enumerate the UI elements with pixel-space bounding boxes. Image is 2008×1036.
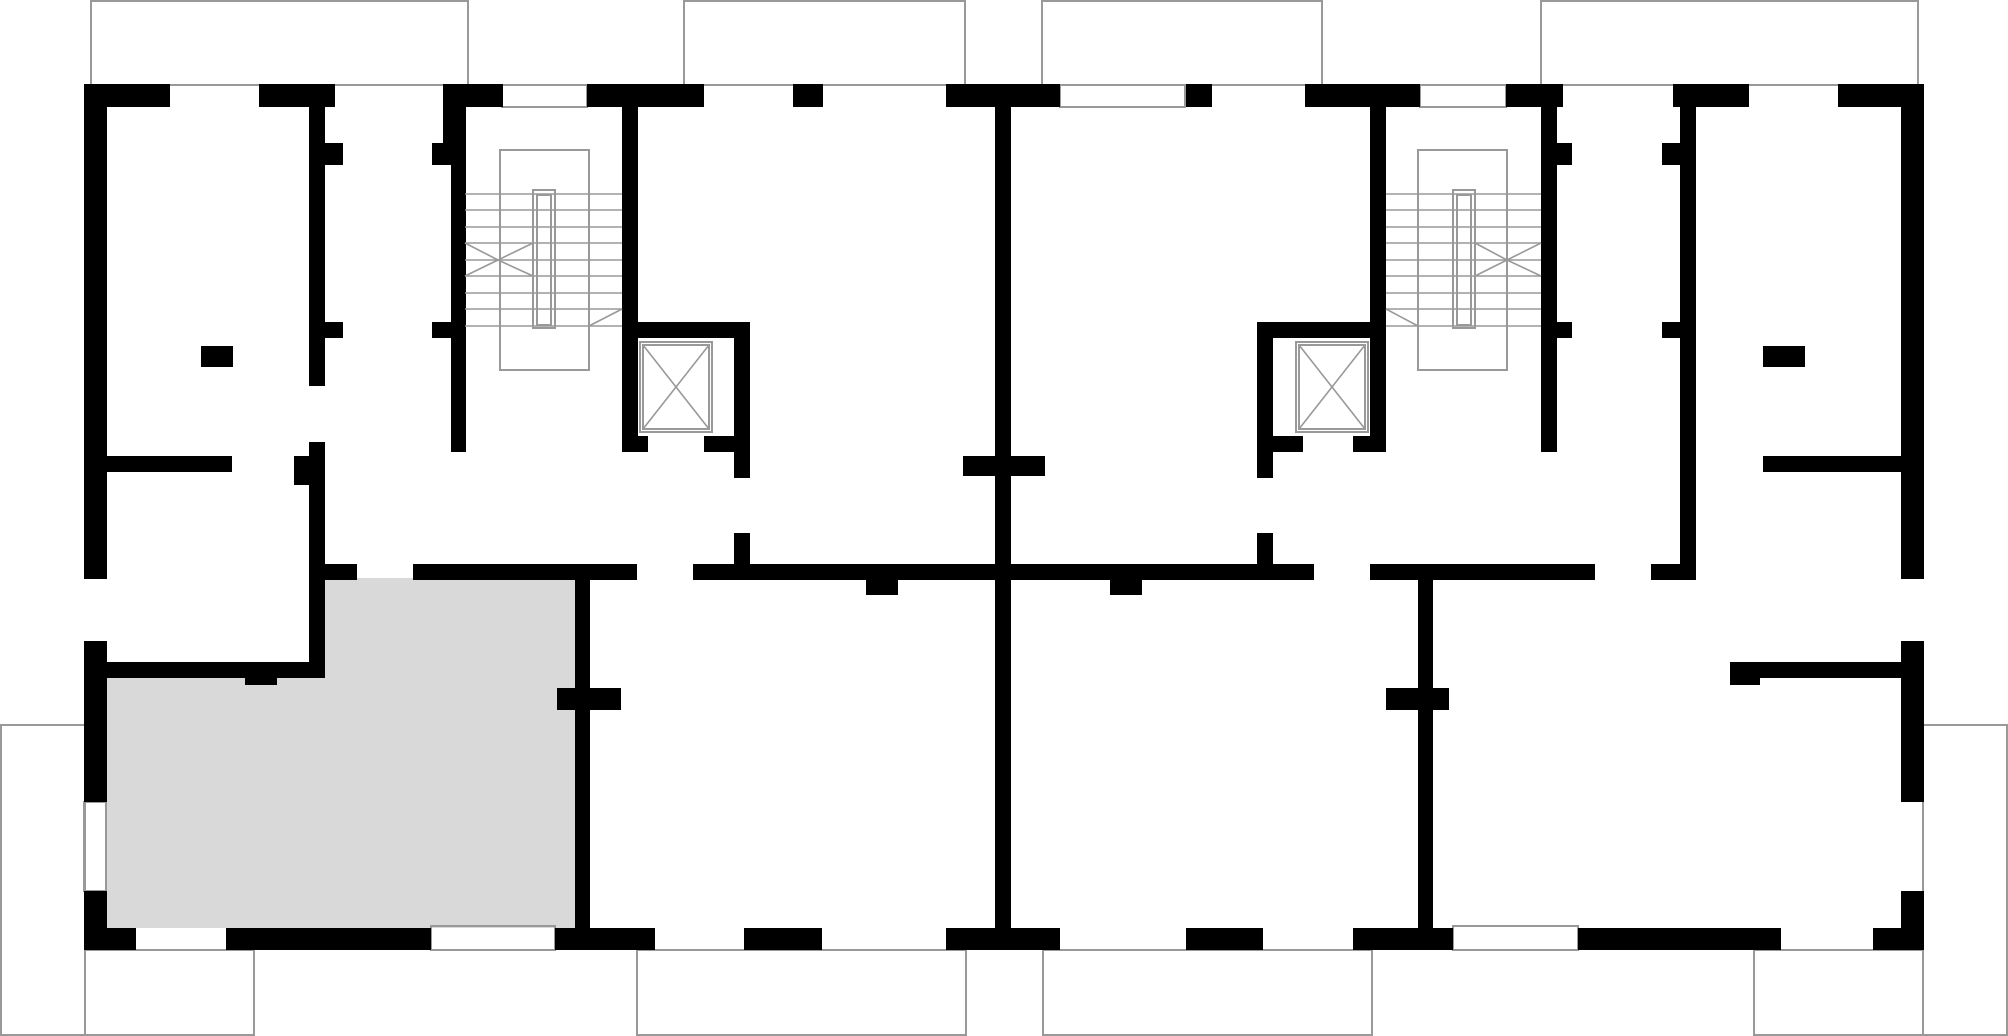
window	[83, 801, 107, 892]
window	[1419, 84, 1507, 108]
balcony-top-3	[1041, 0, 1323, 86]
balcony-top-4	[1540, 0, 1919, 86]
balcony-right	[1922, 724, 2008, 1036]
stair-east	[1385, 149, 1542, 371]
window	[501, 84, 588, 108]
elevator-east	[1295, 341, 1369, 433]
balcony-left	[0, 724, 86, 1036]
stair-west	[464, 149, 623, 371]
window	[1059, 84, 1186, 108]
balcony-top-1	[90, 0, 469, 86]
walls	[84, 84, 1924, 950]
elevator-west	[639, 341, 713, 433]
window	[1452, 925, 1579, 951]
balcony-bottom-2	[636, 949, 967, 1036]
balcony-bottom-3	[1042, 949, 1373, 1036]
balcony-top-2	[683, 0, 966, 86]
balcony-bottom-4	[1753, 949, 1924, 1036]
balcony-bottom-1	[84, 949, 255, 1036]
highlighted-unit	[106, 578, 575, 928]
window	[430, 925, 556, 951]
